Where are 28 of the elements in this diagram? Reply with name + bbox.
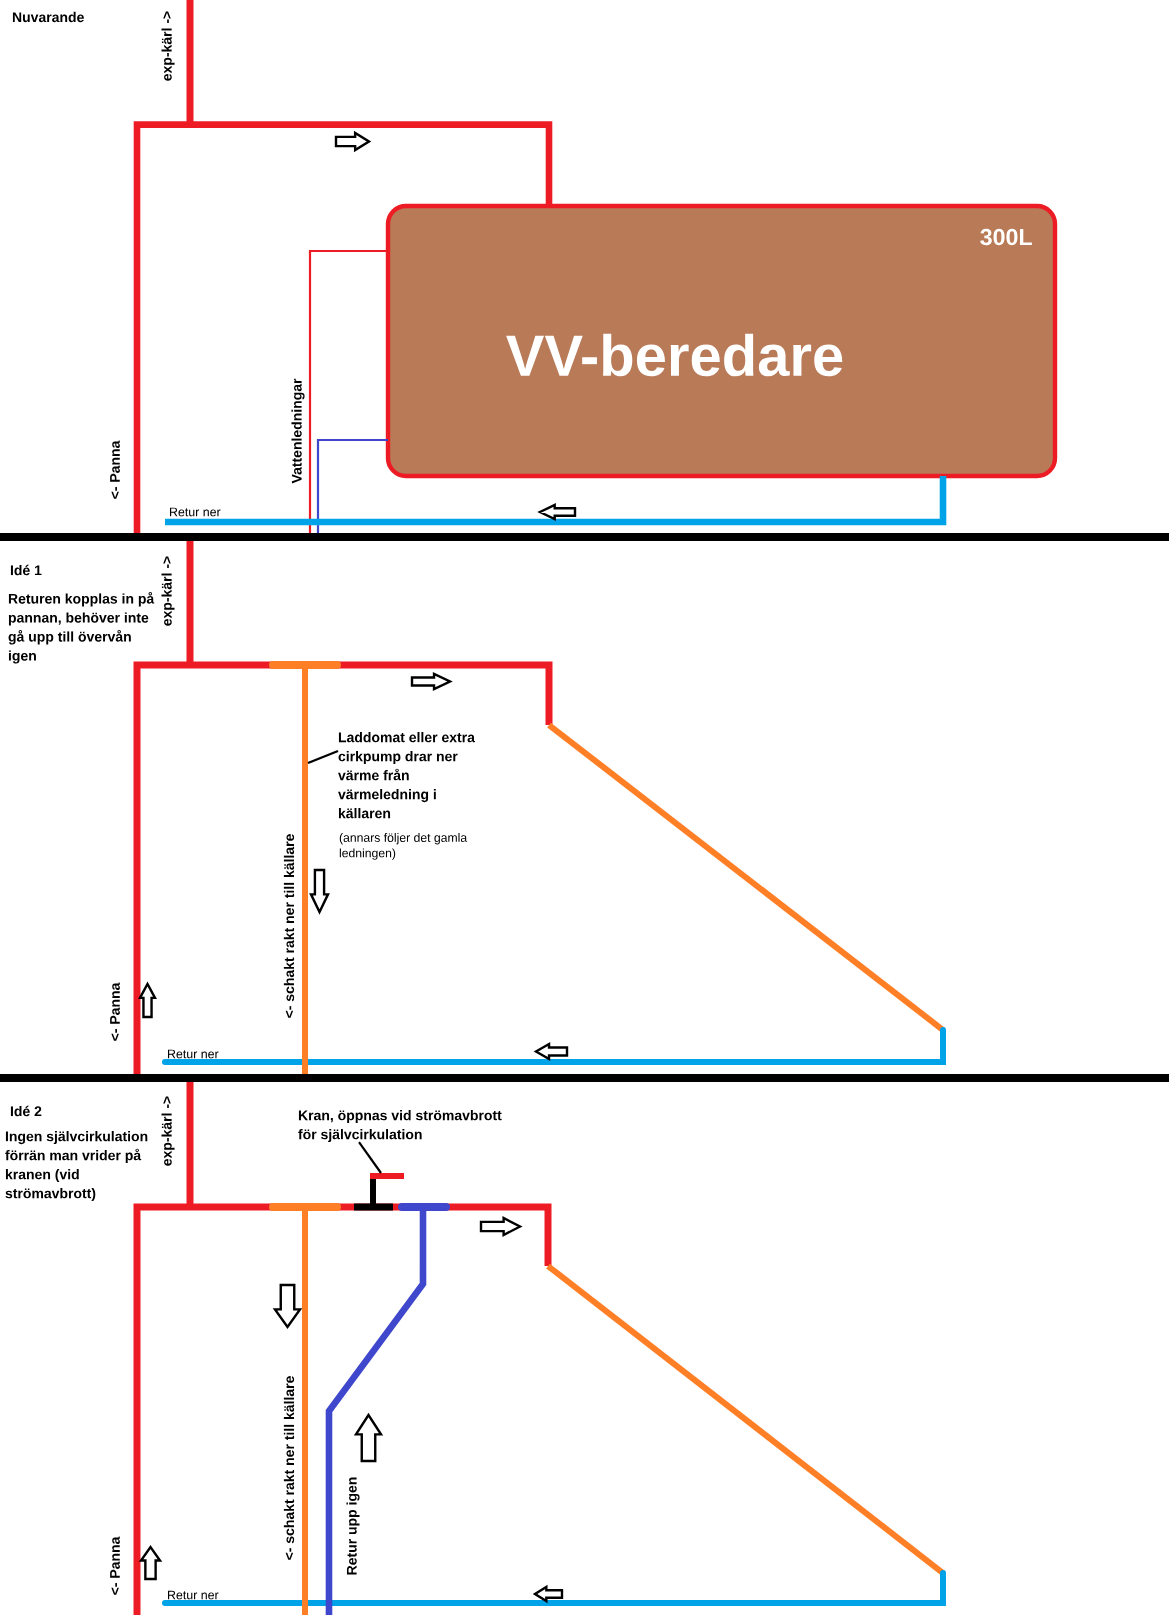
pipe-label: <- Panna xyxy=(110,982,120,1041)
pipe xyxy=(316,438,388,533)
pipe-label: Retur upp igen xyxy=(346,1477,360,1575)
pipe-label: <- Panna xyxy=(110,440,120,499)
pipe-label: exp-kärl -> xyxy=(161,11,175,81)
section-title: Idé 2 xyxy=(10,1105,42,1117)
note-text: Returen kopplas in på pannan, behöver inte gå upp till övervån igen xyxy=(8,592,155,664)
pipe-label: Retur ner xyxy=(168,1049,219,1059)
leader-line xyxy=(307,750,339,765)
pipe-label: <- schakt rakt ner till källare xyxy=(283,834,295,1018)
section-title: Nuvarande xyxy=(12,11,84,23)
pipe-label: <- Panna xyxy=(110,1536,120,1595)
tank-label: VV-beredare xyxy=(506,333,843,377)
note-text: Ingen självcirkulation förrän man vrider på kranen (vid strömavbrott) xyxy=(5,1131,148,1202)
pipe-label: Retur ner xyxy=(168,1590,219,1600)
water-heater-tank xyxy=(385,203,1058,479)
pipe-label: exp-kärl -> xyxy=(161,556,175,626)
pipe-label: exp-kärl -> xyxy=(161,1096,175,1166)
volume-label: 300L xyxy=(980,228,1032,246)
annotation-text: Laddomat eller extra cirkpump drar ner värme från värmeledning i källaren xyxy=(338,732,475,819)
annotation-text: Kran, öppnas vid strömavbrott för självcirkulation xyxy=(298,1110,502,1143)
pipe-label: <- schakt rakt ner till källare xyxy=(283,1376,295,1560)
note-text: (annars följer det gamla ledningen) xyxy=(339,833,468,860)
leader-line xyxy=(358,1141,382,1174)
section-title: Idé 1 xyxy=(10,564,42,576)
pipe xyxy=(308,249,388,533)
pipe-label: Vattenledningar xyxy=(291,378,305,484)
edge-label: Retur ner xyxy=(170,507,221,517)
